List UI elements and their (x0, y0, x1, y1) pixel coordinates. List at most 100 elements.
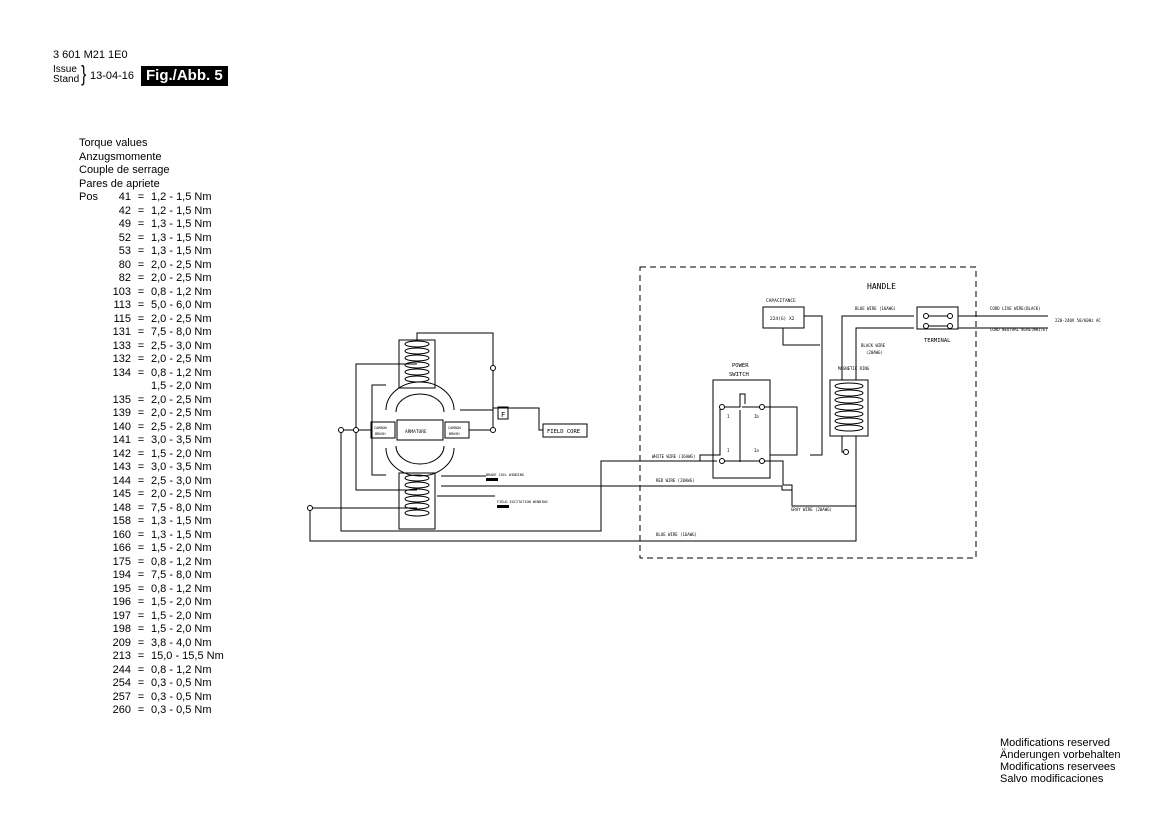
torque-pos: 41 (118, 191, 131, 203)
torque-heading-fr: Couple de serrage (79, 164, 170, 176)
blue-wire-top-label: BLUE WIRE (16AWG) (855, 306, 896, 311)
handle-frame (639, 266, 977, 559)
wire-1 (416, 332, 494, 411)
torque-row: 1,5 - 2,0 Nm (79, 380, 224, 394)
torque-row: 53=1,3 - 1,5 Nm (79, 245, 224, 259)
switch-terminal-2: Ib (754, 414, 759, 419)
torque-pos: 196 (112, 596, 131, 608)
torque-pos: 52 (118, 231, 131, 244)
armature-box (396, 419, 444, 441)
field-top-coils (404, 340, 430, 383)
torque-equals: = (137, 231, 145, 244)
torque-row: 103=0,8 - 1,2 Nm (79, 286, 224, 300)
torque-pos: 213 (112, 650, 131, 662)
torque-value: 1,5 - 2,0 Nm (151, 623, 212, 635)
brace-glyph: } (81, 61, 87, 86)
torque-row: 140=2,5 - 2,8 Nm (79, 421, 224, 435)
torque-row: 49=1,3 - 1,5 Nm (79, 218, 224, 232)
wire-mag-2 (855, 327, 914, 380)
black-wire-label-2: (20AWG) (866, 350, 883, 355)
torque-value: 3,8 - 4,0 Nm (151, 636, 212, 649)
node (759, 404, 765, 410)
torque-row: 260=0,3 - 0,5 Nm (79, 704, 224, 718)
torque-value: 15,0 - 15,5 Nm (151, 650, 224, 662)
torque-equals: = (137, 420, 145, 433)
torque-pos: 197 (112, 609, 131, 622)
torque-pos: 49 (118, 218, 131, 230)
torque-pos: 42 (118, 204, 131, 217)
field-excitation-swatch (497, 505, 509, 508)
torque-value: 3,0 - 3,5 Nm (151, 434, 212, 446)
torque-equals: = (137, 650, 145, 662)
torque-equals: = (137, 191, 145, 203)
torque-pos: 148 (112, 501, 131, 514)
torque-value: 1,5 - 2,0 Nm (151, 447, 212, 460)
node (307, 505, 313, 511)
torque-equals: = (137, 299, 145, 311)
wire-4 (340, 429, 717, 532)
stator-arc-top-inner (395, 393, 445, 413)
torque-equals: = (137, 501, 145, 514)
torque-value: 1,3 - 1,5 Nm (151, 245, 212, 257)
stator-arc-bottom-inner (395, 445, 445, 465)
supply-label: 220-240V 50/60Hz AC (1055, 318, 1101, 323)
torque-equals: = (137, 609, 145, 622)
wire-cap-2 (782, 328, 820, 346)
torque-value: 1,3 - 1,5 Nm (151, 528, 212, 541)
wire-switch-out-2 (764, 460, 840, 507)
torque-pos: 132 (112, 353, 131, 365)
node (923, 323, 929, 329)
torque-pos: 209 (112, 636, 131, 649)
torque-value: 1,3 - 1,5 Nm (151, 218, 212, 230)
red-wire-label: RED WIRE (20AWG) (656, 478, 695, 483)
field-bottom-coils (404, 474, 430, 517)
armature-label: ARMATURE (405, 429, 427, 435)
torque-pos: 82 (118, 272, 131, 284)
node (490, 427, 496, 433)
wire-mag-4 (840, 436, 857, 507)
torque-equals: = (137, 704, 145, 716)
torque-heading-en: Torque values (79, 137, 148, 149)
switch-terminal-3: I (727, 448, 730, 453)
torque-pos: 257 (112, 690, 131, 703)
power-switch-label-1: POWER (732, 363, 749, 369)
winding-swatches (486, 478, 509, 508)
torque-pos: 113 (113, 299, 131, 311)
torque-pos: 145 (112, 488, 131, 500)
torque-equals: = (137, 488, 145, 500)
node (759, 458, 765, 464)
torque-pos: 195 (112, 582, 131, 595)
torque-value: 0,8 - 1,2 Nm (151, 285, 212, 298)
torque-value: 1,3 - 1,5 Nm (151, 515, 212, 527)
torque-equals: = (137, 555, 145, 568)
node (843, 449, 849, 455)
document-code: 3 601 M21 1E0 (53, 49, 128, 61)
torque-pos: 134 (112, 366, 131, 379)
capacitor-value: 224(G) X2 (770, 316, 795, 322)
torque-value: 0,8 - 1,2 Nm (151, 555, 212, 568)
torque-value: 2,0 - 2,5 Nm (151, 488, 212, 500)
wire-2 (469, 407, 543, 431)
torque-row: 42=1,2 - 1,5 Nm (79, 205, 224, 219)
torque-row: 254=0,3 - 0,5 Nm (79, 677, 224, 691)
torque-value: 2,0 - 2,5 Nm (151, 312, 212, 325)
torque-value: 2,0 - 2,5 Nm (151, 393, 212, 406)
torque-row: 145 = 2,0 - 2,5 Nm (79, 488, 224, 502)
torque-row: 158=1,3 - 1,5 Nm (79, 515, 224, 529)
torque-equals: = (137, 366, 145, 379)
torque-value: 7,5 - 8,0 Nm (151, 501, 212, 514)
torque-equals: = (137, 204, 145, 217)
carbon-brush-left-1: CARBON (374, 426, 387, 430)
magnetic-ring-coils (834, 382, 864, 432)
torque-equals: = (137, 285, 145, 298)
terminal-label: TERMINAL (924, 338, 951, 344)
wire-switch-out-1 (762, 406, 798, 460)
torque-pos: 254 (112, 677, 131, 689)
torque-equals: = (137, 339, 145, 352)
node (719, 458, 725, 464)
wire-mag-1 (841, 315, 914, 380)
torque-equals: = (137, 690, 145, 703)
torque-pos: 160 (112, 528, 131, 541)
